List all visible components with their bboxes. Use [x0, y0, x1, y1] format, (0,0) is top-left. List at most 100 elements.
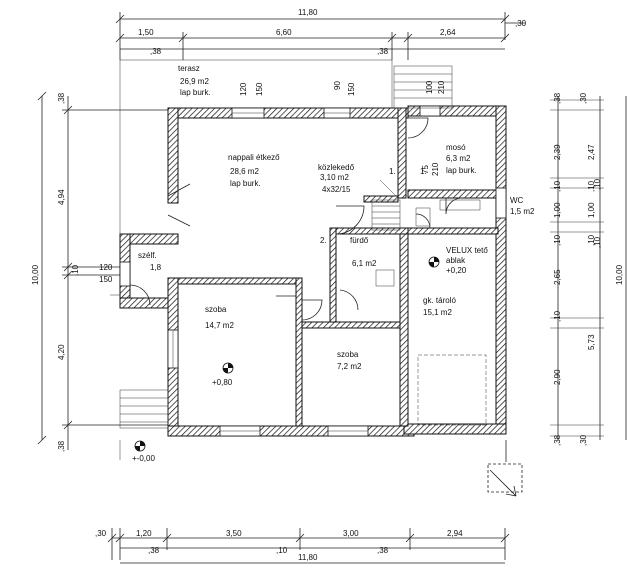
- svg-text:lap burk.: lap burk.: [446, 166, 477, 175]
- level-marker-ground: [134, 440, 146, 452]
- dim-right-inner-2: 2,39: [553, 144, 562, 160]
- svg-text:6,3 m2: 6,3 m2: [446, 154, 471, 163]
- svg-text:terasz: terasz: [178, 64, 200, 73]
- room-gk-tarolo: gk. tároló 15,1 m2: [423, 296, 456, 317]
- room-furdo: fürdő 6,1 m2: [350, 236, 377, 268]
- dim-left-seg-4: 4,20: [57, 344, 66, 360]
- dim-right-outer-1: ,38: [553, 92, 562, 104]
- dim-right-inner-8: 2,90: [553, 369, 562, 385]
- window-mark-7: 120: [99, 263, 113, 272]
- svg-text:lap burk.: lap burk.: [230, 179, 261, 188]
- svg-text:210: 210: [431, 162, 440, 176]
- svg-text:15,1 m2: 15,1 m2: [423, 308, 452, 317]
- dim-right-outer-4: 1,00: [587, 202, 596, 218]
- window-mark-6: 210: [437, 80, 446, 94]
- svg-text:VELUX tető: VELUX tető: [446, 246, 488, 255]
- svg-text:ablak: ablak: [446, 256, 466, 265]
- right-dimensions: ,30 2,39 ,10 1,00 ,10 2,65 ,10 2,90 ,30 …: [550, 92, 627, 446]
- dim-top-total: 11,80: [298, 8, 318, 17]
- dim-right-outer-3: ,10: [587, 180, 596, 192]
- dim-right-outer-7: ,38: [553, 434, 562, 446]
- dim-bottom-seg-5: 2,94: [447, 529, 463, 538]
- svg-text:WC: WC: [510, 196, 524, 205]
- svg-text:fürdő: fürdő: [350, 236, 369, 245]
- dim-top-right-small: ,30: [515, 19, 527, 28]
- svg-text:szoba: szoba: [205, 305, 227, 314]
- room-wc: WC 1,5 m2: [510, 196, 535, 216]
- room-terasz: terasz 26,9 m2 lap burk.: [178, 64, 211, 97]
- window-marks: 120 150 90 150 100 210 120 150 1,8 75 21…: [99, 80, 446, 284]
- room-labels: terasz 26,9 m2 lap burk. nappali étkező …: [132, 64, 535, 463]
- dim-right-inner-1: ,30: [579, 92, 588, 104]
- svg-text:nappali étkező: nappali étkező: [228, 153, 280, 162]
- svg-text:26,9 m2: 26,9 m2: [180, 77, 209, 86]
- dim-bottom-sub-1: ,38: [148, 546, 160, 555]
- dim-right-total: 10,00: [615, 264, 624, 285]
- dim-top-seg-1: 1,50: [138, 28, 154, 37]
- svg-text:,10: ,10: [593, 178, 602, 190]
- dim-right-inner-6: 2,65: [553, 269, 562, 285]
- dim-bottom-seg-3: 3,50: [226, 529, 242, 538]
- room-kozlekedo: közlekedő 3,10 m2 4x32/15: [318, 163, 355, 194]
- svg-text:mosó: mosó: [446, 143, 466, 152]
- mark-1: 1.: [389, 167, 396, 176]
- dim-top-sub-2: ,38: [377, 47, 389, 56]
- dim-left-seg-1: ,38: [57, 92, 66, 104]
- svg-text:28,6 m2: 28,6 m2: [230, 167, 259, 176]
- dim-bottom-total: 11,80: [298, 553, 318, 562]
- svg-text:6,1 m2: 6,1 m2: [352, 259, 377, 268]
- left-dimensions: 10,00 ,38 4,94 ,10 4,20 ,38: [31, 91, 175, 452]
- svg-text:közlekedő: közlekedő: [318, 163, 355, 172]
- dim-right-inner-9: ,30: [579, 434, 588, 446]
- window-mark-3: 90: [333, 81, 342, 90]
- svg-text:4x32/15: 4x32/15: [322, 185, 351, 194]
- dim-right-inner-3: ,10: [553, 180, 562, 192]
- svg-text:szoba: szoba: [337, 350, 359, 359]
- dim-left-seg-5: ,38: [57, 440, 66, 452]
- room-nappali: nappali étkező 28,6 m2 lap burk.: [228, 153, 280, 188]
- dim-bottom-seg-2: 1,20: [136, 529, 152, 538]
- room-velux: VELUX tető ablak +0,20: [446, 246, 488, 275]
- level-marker-szoba: [222, 362, 234, 374]
- svg-text:1,5 m2: 1,5 m2: [510, 207, 535, 216]
- dim-right-outer-6: 5,73: [587, 334, 596, 350]
- window-mark-9: 1,8: [150, 263, 162, 272]
- svg-text:lap burk.: lap burk.: [180, 88, 211, 97]
- dim-right-outer-2: 2,47: [587, 144, 596, 160]
- level-ground-label: +-0,00: [132, 454, 155, 463]
- dim-bottom-sub-2: ,10: [276, 546, 288, 555]
- svg-text:14,7 m2: 14,7 m2: [205, 321, 234, 330]
- top-dimensions: 11,80 ,30 1,50 6,60 2,64 ,38 ,38: [115, 8, 527, 60]
- dim-right-inner-5: ,10: [553, 234, 562, 246]
- dim-bottom-seg-1: ,30: [95, 529, 107, 538]
- svg-text:+0,80: +0,80: [212, 378, 233, 387]
- window-mark-1: 120: [239, 82, 248, 96]
- svg-text:7,2 m2: 7,2 m2: [337, 362, 362, 371]
- building: [110, 59, 523, 497]
- level-marker-garage: [428, 256, 440, 268]
- room-szelf: szélf.: [138, 251, 157, 260]
- svg-text:,10: ,10: [593, 236, 602, 248]
- window-mark-4: 150: [347, 82, 356, 96]
- room-moso: mosó 6,3 m2 lap burk.: [446, 143, 477, 175]
- dim-top-seg-2: 6,60: [276, 28, 292, 37]
- dim-bottom-sub-3: ,38: [377, 546, 389, 555]
- dim-left-seg-3: ,10: [71, 264, 80, 276]
- mark-2: 2.: [320, 236, 327, 245]
- svg-text:75: 75: [421, 165, 430, 174]
- bottom-dimensions: ,30 1,20 3,50 3,00 2,94 ,38 ,10 ,38 11,8…: [95, 528, 510, 564]
- svg-text:gk. tároló: gk. tároló: [423, 296, 456, 305]
- dim-top-seg-3: 2,64: [440, 28, 456, 37]
- window-mark-2: 150: [255, 82, 264, 96]
- dim-right-inner-4: 1,00: [553, 202, 562, 218]
- room-szoba-2: szoba 7,2 m2: [337, 350, 362, 371]
- window-mark-5: 100: [425, 80, 434, 94]
- dim-right-outer-5: ,10: [587, 234, 596, 246]
- svg-text:+0,20: +0,20: [446, 266, 467, 275]
- svg-text:szélf.: szélf.: [138, 251, 157, 260]
- dim-right-inner-7: ,10: [553, 310, 562, 322]
- mark-3: 1.: [420, 167, 427, 176]
- dim-left-total: 10,00: [31, 264, 40, 285]
- dim-bottom-seg-4: 3,00: [343, 529, 359, 538]
